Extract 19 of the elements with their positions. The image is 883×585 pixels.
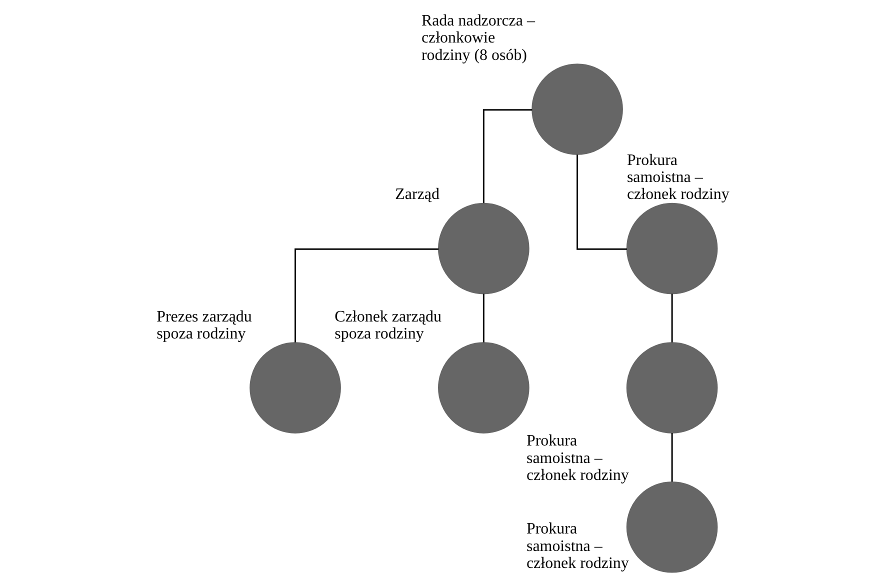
node-label: Prokura samoistna – członek rodziny (526, 520, 628, 572)
node-circle (531, 64, 622, 155)
node-label: Zarząd (394, 186, 440, 204)
connector (482, 109, 532, 204)
node-label: Prezes zarządu spoza rodziny (156, 308, 252, 342)
connector (576, 154, 626, 250)
node-circle (438, 202, 529, 294)
node-label: Rada nadzorcza – członkowie rodziny (8 osób) (420, 12, 534, 64)
node-circle (438, 342, 529, 434)
node-label: Członek zarządu spoza rodziny (334, 308, 442, 342)
node-circle (626, 202, 718, 294)
node-label: Prokura samoistna – członek rodziny (526, 432, 628, 484)
connector (482, 294, 484, 342)
node-circle (249, 342, 340, 434)
node-label: Prokura samoistna – członek rodziny (626, 152, 729, 204)
connector (294, 248, 438, 342)
connector (670, 433, 672, 482)
connector (670, 294, 672, 342)
node-circle (626, 342, 718, 434)
